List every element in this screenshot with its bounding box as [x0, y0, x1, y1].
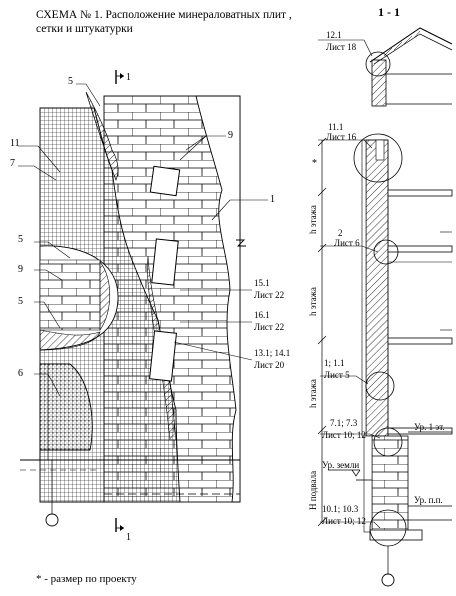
- ref-node: 10.1; 10.3: [322, 504, 359, 514]
- ref-node: 13.1; 14.1: [254, 348, 290, 358]
- axis-bubble: [45, 513, 59, 527]
- detail-circle: [353, 133, 403, 183]
- cut-mark-bottom: 1: [126, 532, 131, 543]
- callout-11: 11: [10, 138, 20, 149]
- ref-node: 2: [338, 228, 343, 238]
- callout-9: 9: [228, 130, 233, 141]
- dimension-star: *: [312, 158, 317, 169]
- callout-7: 7: [10, 158, 15, 169]
- ref-sheet: Лист 18: [326, 42, 357, 52]
- wall-section: [365, 139, 389, 437]
- ref-sheet: Лист 10; 12: [322, 430, 366, 440]
- ref-sheet: Лист 20: [254, 360, 285, 370]
- dimension-chain: [317, 137, 327, 527]
- level-floor1: Ур. 1 эт.: [414, 422, 445, 432]
- window-opening: [149, 165, 181, 197]
- window-opening: [151, 238, 179, 286]
- facade-view: 1 1 5 11 7 5 9 5 6 9 1 15.: [10, 70, 290, 543]
- ref-sheet: Лист 22: [254, 290, 284, 300]
- dimension-floor: h этажа: [308, 287, 318, 316]
- ref-node: 15.1: [254, 278, 270, 288]
- level-basement: Ур. п.п.: [414, 495, 443, 505]
- callout-5: 5: [68, 76, 73, 87]
- ref-node: 7.1; 7.3: [330, 418, 358, 428]
- cut-mark-top: 1: [126, 72, 131, 83]
- callout-5: 5: [18, 296, 23, 307]
- ref-sheet: Лист 6: [334, 238, 360, 248]
- callout-5: 5: [18, 234, 23, 245]
- diagram-subtitle: сетки и штукатурки: [36, 23, 133, 35]
- section-label: 1 - 1: [378, 5, 400, 19]
- axis-bubble: [381, 573, 395, 587]
- callout-9: 9: [18, 264, 23, 275]
- dimension-floor: h этажа: [308, 379, 318, 408]
- ref-node: 1; 1.1: [324, 358, 345, 368]
- diagram-title: СХЕМА № 1. Расположение минераловатных п…: [36, 9, 292, 21]
- ref-sheet: Лист 22: [254, 322, 284, 332]
- window-opening: [149, 330, 177, 382]
- callout-6: 6: [18, 368, 23, 379]
- callout-1: 1: [270, 194, 275, 205]
- section-view: 12.1 Лист 18: [308, 27, 453, 587]
- footnote: * - размер по проекту: [36, 573, 137, 585]
- ref-node: 12.1: [326, 30, 342, 40]
- level-ground: Ур. земли: [322, 460, 359, 470]
- ref-node: 16.1: [254, 310, 270, 320]
- detail-circle: [373, 427, 403, 457]
- ref-node: 11.1: [328, 122, 343, 132]
- ref-sheet: Лист 5: [324, 370, 350, 380]
- ref-sheet: Лист 16: [326, 132, 357, 142]
- detail-circle: [373, 239, 399, 265]
- dimension-basement: Н подвала: [308, 471, 318, 510]
- plaster-area: [195, 95, 241, 503]
- ref-sheet: Лист 10; 12: [322, 516, 366, 526]
- plinth: [39, 363, 93, 451]
- detail-circle: [365, 51, 391, 77]
- dimension-floor: h этажа: [308, 205, 318, 234]
- detail-circle: [365, 371, 395, 401]
